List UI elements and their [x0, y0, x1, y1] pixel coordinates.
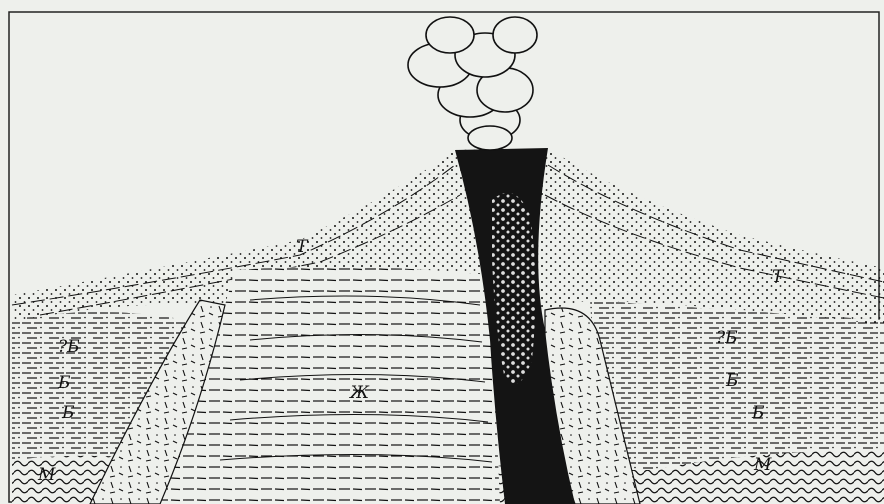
label-b-left-mid: Б: [57, 373, 71, 393]
label-m-right: М: [753, 455, 772, 475]
label-b-right-upper: ?Б: [716, 328, 738, 348]
label-zh: Ж: [349, 383, 370, 403]
label-t-right: Т: [772, 267, 785, 287]
label-b-left-upper: ?Б: [58, 337, 80, 357]
label-b-right-low: Б: [751, 403, 765, 423]
label-b-left-low: Б: [61, 403, 75, 423]
label-m-left: М: [37, 465, 56, 485]
label-t-left: Т: [296, 237, 309, 257]
label-b-right-mid: Б: [725, 371, 739, 391]
